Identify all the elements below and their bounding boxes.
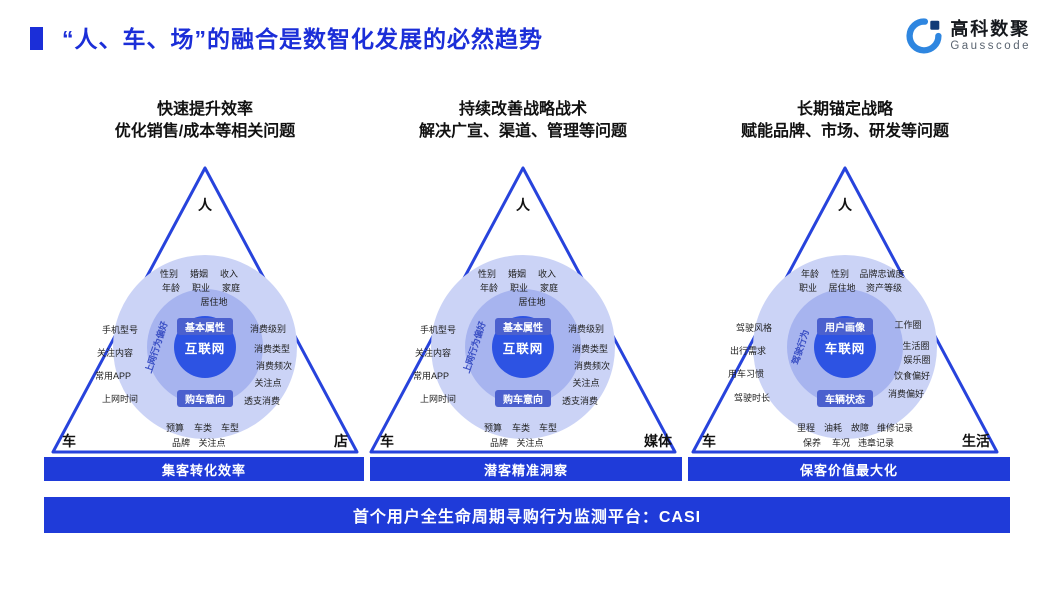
attribute-label: 年龄 [479, 283, 499, 293]
apex-label: 人 [838, 197, 852, 213]
attribute-label: 消费类型 [571, 344, 609, 354]
attribute-label: 收入 [219, 269, 239, 279]
left-vertex-label: 车 [62, 433, 76, 449]
attribute-label: 关注点 [516, 438, 544, 448]
attribute-label: 家庭 [539, 283, 559, 293]
attribute-label: 预算 [165, 423, 185, 433]
attribute-label: 资产等级 [865, 283, 903, 293]
attribute-label: 关注点 [254, 378, 282, 388]
attribute-label: 品牌 [171, 438, 191, 448]
attribute-label: 油耗 [823, 423, 843, 433]
attribute-label: 关注内容 [414, 348, 452, 358]
column-strategy-tactics: 持续改善战略战术 解决广宣、渠道、管理等问题 人 车 媒体 互联网 基本属性 购… [362, 95, 684, 495]
apex-label: 人 [516, 197, 530, 213]
pill-user-portrait: 用户画像 [817, 318, 873, 335]
attribute-label: 品牌 [489, 438, 509, 448]
page-title: “人、车、场”的融合是数智化发展的必然趋势 [62, 26, 543, 52]
attribute-label: 常用APP [94, 371, 132, 381]
attribute-label: 透支消费 [561, 396, 599, 406]
column-sales-efficiency: 快速提升效率 优化销售/成本等相关问题 人 车 店 互联网 基本属性 购车意向 … [44, 95, 366, 495]
footer-banner: 首个用户全生命周期寻购行为监测平台：CASI [44, 497, 1010, 533]
attribute-label: 违章记录 [857, 438, 895, 448]
pill-purchase-intent: 购车意向 [495, 390, 551, 407]
column-long-term-strategy: 长期锚定战略 赋能品牌、市场、研发等问题 人 车 生活 车联网 用户画像 车辆状… [684, 95, 1006, 495]
attribute-label: 上网时间 [419, 394, 457, 404]
pill-basic-attributes: 基本属性 [495, 318, 551, 335]
logo-name: 高科数聚 [950, 19, 1031, 40]
attribute-label: 预算 [483, 423, 503, 433]
column-heading: 快速提升效率 [156, 101, 253, 118]
kpi-bar-insight: 潜客精准洞察 [370, 457, 682, 481]
column-subheading: 解决广宣、渠道、管理等问题 [418, 123, 627, 140]
attribute-label: 婚姻 [507, 269, 527, 279]
attribute-label: 车类 [193, 423, 213, 433]
attribute-label: 性别 [159, 269, 179, 279]
kpi-bar-conversion: 集客转化效率 [44, 457, 364, 481]
column-subheading: 优化销售/成本等相关问题 [114, 123, 296, 140]
attribute-label: 居住地 [200, 297, 228, 307]
attribute-label: 驾驶风格 [735, 323, 773, 333]
attribute-label: 手机型号 [101, 325, 139, 335]
attribute-label: 消费级别 [249, 324, 287, 334]
attribute-label: 手机型号 [419, 325, 457, 335]
attribute-label: 品牌忠诚度 [859, 269, 905, 279]
kpi-bar-value: 保客价值最大化 [688, 457, 1010, 481]
attribute-label: 职业 [798, 283, 818, 293]
attribute-label: 娱乐圈 [903, 355, 931, 365]
attribute-label: 维修记录 [876, 423, 914, 433]
right-vertex-label: 生活 [962, 433, 990, 449]
apex-label: 人 [198, 197, 212, 213]
attribute-label: 车况 [831, 438, 851, 448]
right-vertex-label: 店 [334, 433, 348, 449]
attribute-label: 年龄 [800, 269, 820, 279]
attribute-label: 职业 [191, 283, 211, 293]
attribute-label: 消费频次 [255, 361, 293, 371]
attribute-label: 里程 [796, 423, 816, 433]
attribute-label: 车型 [538, 423, 558, 433]
left-vertex-label: 车 [380, 433, 394, 449]
attribute-label: 上网时间 [101, 394, 139, 404]
gausscode-logo-icon [906, 18, 942, 54]
column-heading: 长期锚定战略 [796, 101, 893, 118]
right-vertex-label: 媒体 [644, 433, 672, 449]
attribute-label: 驾驶时长 [733, 393, 771, 403]
attribute-label: 消费级别 [567, 324, 605, 334]
attribute-label: 饮食偏好 [893, 371, 931, 381]
title-marker [30, 27, 43, 50]
column-subheading: 赋能品牌、市场、研发等问题 [740, 123, 949, 140]
attribute-label: 性别 [830, 269, 850, 279]
left-vertex-label: 车 [702, 433, 716, 449]
column-heading: 持续改善战略战术 [458, 101, 587, 118]
pill-basic-attributes: 基本属性 [177, 318, 233, 335]
attribute-label: 透支消费 [243, 396, 281, 406]
pill-vehicle-status: 车辆状态 [817, 390, 873, 407]
attribute-label: 故障 [850, 423, 870, 433]
logo-subtitle: Gausscode [950, 39, 1031, 52]
logo: 高科数聚 Gausscode [906, 18, 1031, 54]
attribute-label: 消费类型 [253, 344, 291, 354]
attribute-label: 消费频次 [573, 361, 611, 371]
attribute-label: 关注内容 [96, 348, 134, 358]
attribute-label: 消费偏好 [887, 389, 925, 399]
attribute-label: 工作圈 [894, 320, 922, 330]
attribute-label: 关注点 [198, 438, 226, 448]
attribute-label: 居住地 [828, 283, 856, 293]
attribute-label: 用车习惯 [727, 369, 765, 379]
attribute-label: 收入 [537, 269, 557, 279]
attribute-label: 居住地 [518, 297, 546, 307]
pill-purchase-intent: 购车意向 [177, 390, 233, 407]
attribute-label: 关注点 [572, 378, 600, 388]
attribute-label: 常用APP [412, 371, 450, 381]
attribute-label: 车类 [511, 423, 531, 433]
attribute-label: 性别 [477, 269, 497, 279]
attribute-label: 出行需求 [729, 346, 767, 356]
attribute-label: 家庭 [221, 283, 241, 293]
attribute-label: 年龄 [161, 283, 181, 293]
attribute-label: 保养 [802, 438, 822, 448]
attribute-label: 车型 [220, 423, 240, 433]
attribute-label: 婚姻 [189, 269, 209, 279]
attribute-label: 职业 [509, 283, 529, 293]
attribute-label: 生活圈 [902, 341, 930, 351]
